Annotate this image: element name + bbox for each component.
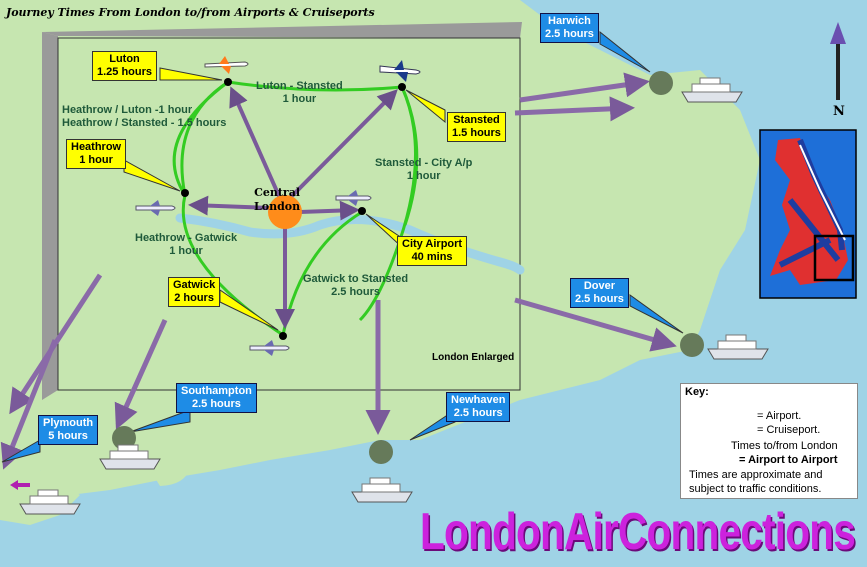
brand-logo: LondonAirConnections [420,503,856,561]
stansted-label[interactable]: Stansted 1.5 hours [447,112,506,142]
dover-port-marker [680,333,704,357]
city-dot [358,207,366,215]
plane-icon-stansted [379,60,421,82]
ship-icon-dover [707,334,769,360]
uk-inset-map [759,129,857,299]
ship-icon-harwich [681,77,743,103]
london-enlarged-caption: London Enlarged [432,352,515,363]
harwich-port-marker [649,71,673,95]
plane-icon-heathrow [135,200,176,216]
gatwick-dot [279,332,287,340]
key-note-line2: subject to traffic conditions. [689,483,822,495]
ship-icon-plymouth [19,489,81,515]
north-label: N [833,104,845,119]
plymouth-label[interactable]: Plymouth 5 hours [38,415,99,445]
route-luton-stansted: Luton - Stansted 1 hour [256,80,343,105]
plane-icon-gatwick [249,340,290,356]
dover-label[interactable]: Dover 2.5 hours [570,278,629,308]
key-heading: Key: [685,386,709,398]
route-heathrow-gatwick: Heathrow - Gatwick 1 hour [135,232,238,257]
ship-icon-newhaven [351,477,413,503]
key-cruiseport-text: = Cruiseport. [757,424,821,436]
stansted-dot [398,83,406,91]
arrow-to-southampton [114,318,168,430]
luton-dot [224,78,232,86]
plane-icon-luton [204,56,249,74]
key-airport-to-airport-text: = Airport to Airport [739,454,838,466]
gatwick-label[interactable]: Gatwick 2 hours [168,277,221,307]
map-title: Journey Times From London to/from Airpor… [6,6,375,19]
west-arrow-icon [10,480,30,490]
newhaven-port-marker [369,440,393,464]
arrow-to-dover [514,297,677,352]
key-note-line1: Times are approximate and [689,469,823,481]
harwich-label[interactable]: Harwich 2.5 hours [540,13,599,43]
city-airport-label[interactable]: City Airport 40 mins [397,236,468,266]
southampton-label[interactable]: Southampton 2.5 hours [176,383,257,413]
isle-of-wight [150,464,190,486]
route-stansted-city: Stansted - City A/p 1 hour [375,157,473,182]
central-london-label: Central London [254,186,301,213]
southampton-port-marker [112,426,136,450]
plane-icon-city [335,190,372,206]
route-heathrow-luton-stansted: Heathrow / Luton -1 hour Heathrow / Stan… [62,104,227,129]
arrow-far-plymouth [0,339,58,470]
enlarged-frame-shadow-top [42,22,522,38]
heathrow-label[interactable]: Heathrow 1 hour [66,139,127,169]
ship-icon-southampton [99,444,161,470]
key-airport-text: = Airport. [757,410,802,422]
heathrow-dot [181,189,189,197]
key-times-london-text: Times to/from London [731,440,838,452]
north-arrow-icon [830,22,846,100]
london-spokes [188,86,398,329]
arrow-to-harwich [519,72,650,103]
luton-label[interactable]: Luton 1.25 hours [92,51,158,81]
map-key: Key: = Airport. = Cruiseport. Times to/f… [680,383,858,499]
enlarged-frame-shadow [42,32,58,400]
central-london-marker [268,195,302,229]
route-gatwick-stansted: Gatwick to Stansted 2.5 hours [303,273,409,298]
thames-river [175,213,525,275]
arrow-to-stansted-side [514,96,635,122]
newhaven-label[interactable]: Newhaven 2.5 hours [446,392,511,422]
callout-pointers [1,30,684,463]
